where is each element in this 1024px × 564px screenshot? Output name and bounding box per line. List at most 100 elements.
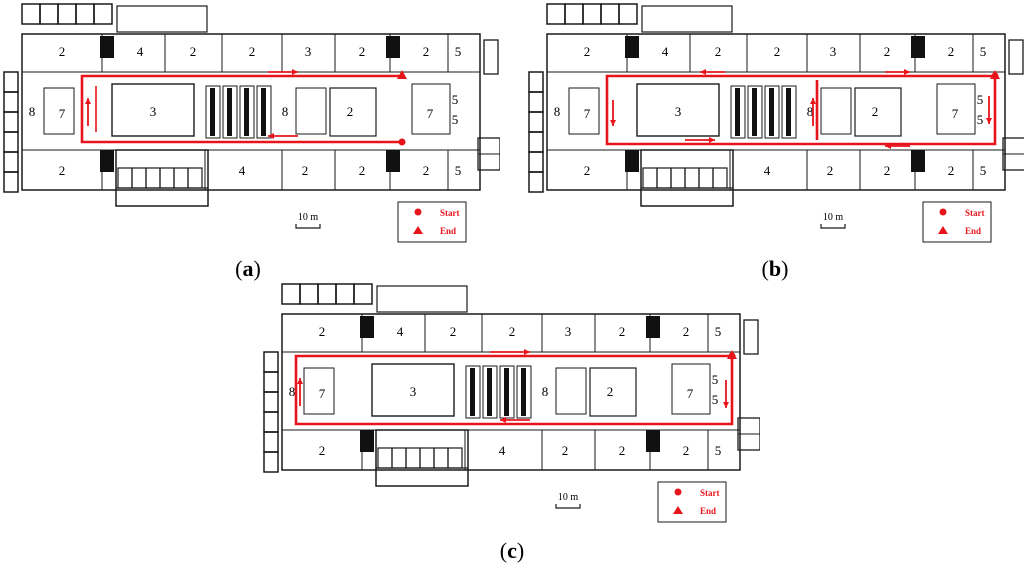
room-label-stair-left: 7 (584, 106, 591, 121)
room-label-top: 2 (450, 324, 457, 339)
room-label-top: 2 (584, 44, 591, 59)
building-outline (263, 313, 760, 487)
room-label-stair-left: 7 (319, 386, 326, 401)
room-label-top: 2 (683, 324, 690, 339)
room-label-right: 5 (977, 92, 984, 107)
room-label-middle: 2 (872, 104, 879, 119)
caption-c: (c) (499, 538, 525, 563)
walking-route (605, 69, 1000, 149)
room-label-top: 2 (619, 324, 626, 339)
room-label-bottom: 2 (423, 163, 430, 178)
walking-route (80, 69, 407, 146)
top-annex (281, 283, 468, 313)
room-label-top: 4 (397, 324, 404, 339)
room-label-middle: 8 (542, 384, 549, 399)
room-label-bottom: 4 (239, 163, 246, 178)
room-label-bottom: 2 (59, 163, 66, 178)
room-label-bottom: 2 (359, 163, 366, 178)
room-label-bottom: 2 (302, 163, 309, 178)
room-label-top: 2 (319, 324, 326, 339)
top-annex (21, 3, 208, 33)
room-label-bottom: 4 (499, 443, 506, 458)
room-label-bottom: 2 (827, 163, 834, 178)
room-label-middle: 2 (347, 104, 354, 119)
scale-bar: 10 m (820, 212, 846, 229)
room-label-bottom: 2 (948, 163, 955, 178)
legend-end-label: End (965, 226, 981, 236)
room-label-bottom: 2 (584, 163, 591, 178)
end-marker (727, 350, 737, 359)
end-marker (397, 70, 407, 79)
room-label-top: 2 (423, 44, 430, 59)
legend-start-marker (939, 208, 947, 216)
room-label-top: 4 (137, 44, 144, 59)
legend-start-label: Start (700, 488, 720, 498)
room-label-top: 2 (884, 44, 891, 59)
room-label-bottom: 4 (764, 163, 771, 178)
central-core (43, 83, 451, 139)
legend-start-label: Start (965, 208, 985, 218)
room-label-top: 2 (190, 44, 197, 59)
room-label-bottom: 5 (980, 163, 987, 178)
room-label-middle: 8 (282, 104, 289, 119)
room-label-stair-left: 7 (59, 106, 66, 121)
caption-a: (a) (235, 256, 261, 281)
room-label-right: 5 (712, 372, 719, 387)
room-label-middle: 3 (150, 104, 157, 119)
building-outline (3, 33, 500, 207)
legend-start-marker (414, 208, 422, 216)
room-label-top: 2 (774, 44, 781, 59)
scale-label: 10 m (298, 212, 319, 223)
scale-bar: 10 m (555, 492, 581, 509)
room-label-top: 5 (715, 324, 722, 339)
scale-label: 10 m (823, 212, 844, 223)
room-label-bottom: 2 (619, 443, 626, 458)
room-label-top: 2 (948, 44, 955, 59)
room-label-top: 2 (509, 324, 516, 339)
caption-b: (b) (761, 256, 789, 281)
top-annex (546, 3, 733, 33)
legend-end-marker (673, 506, 683, 514)
room-label-middle: 3 (675, 104, 682, 119)
room-label-middle: 3 (410, 384, 417, 399)
room-label-stair-right: 7 (952, 106, 959, 121)
room-label-left: 8 (554, 104, 561, 119)
room-label-top: 2 (249, 44, 256, 59)
room-label-top: 3 (565, 324, 572, 339)
legend-end-label: End (700, 506, 716, 516)
legend-start-label: Start (440, 208, 460, 218)
central-core (568, 83, 976, 139)
start-marker (398, 138, 406, 146)
legend-end-label: End (440, 226, 456, 236)
room-label-top: 2 (715, 44, 722, 59)
room-label-right: 5 (977, 112, 984, 127)
room-label-bottom: 5 (455, 163, 462, 178)
room-label-top: 2 (59, 44, 66, 59)
room-label-left: 8 (29, 104, 36, 119)
room-label-right: 5 (452, 92, 459, 107)
room-label-top: 5 (980, 44, 987, 59)
room-label-bottom: 2 (683, 443, 690, 458)
building-outline (528, 33, 1024, 207)
room-label-middle: 2 (607, 384, 614, 399)
room-label-bottom: 2 (884, 163, 891, 178)
room-label-right: 5 (452, 112, 459, 127)
scale-bar: 10 m (295, 212, 321, 229)
walking-route (294, 349, 737, 426)
room-label-bottom: 5 (715, 443, 722, 458)
room-label-top: 4 (662, 44, 669, 59)
room-label-top: 5 (455, 44, 462, 59)
room-label-top: 2 (359, 44, 366, 59)
scale-label: 10 m (558, 492, 579, 503)
